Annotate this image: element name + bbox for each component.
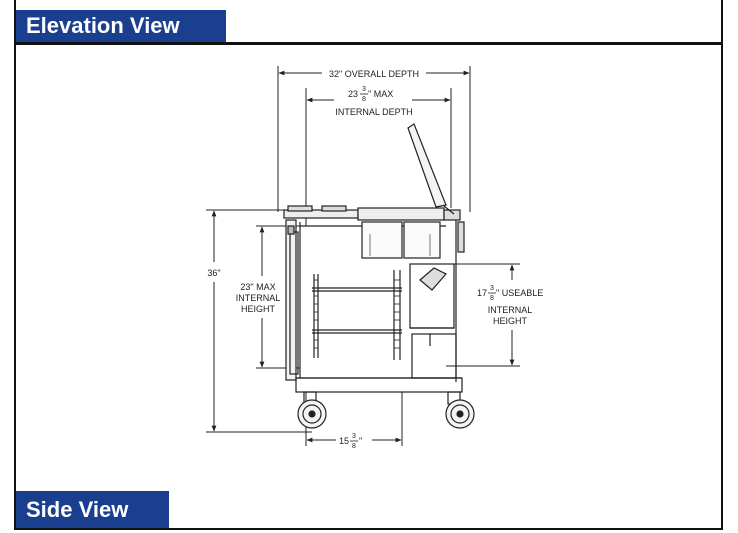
max-depth-label: 23 3 8 " MAX <box>348 86 393 103</box>
svg-text:3: 3 <box>362 86 366 93</box>
max-height-line-1: 23" MAX <box>240 282 275 292</box>
front-caster <box>297 391 327 429</box>
drawing-frame <box>14 0 723 530</box>
svg-text:23: 23 <box>348 89 358 99</box>
svg-text:": " <box>359 436 362 446</box>
svg-text:8: 8 <box>362 96 366 103</box>
svg-text:15: 15 <box>339 436 349 446</box>
useable-height-dimension <box>446 263 520 367</box>
internal-depth-label: INTERNAL DEPTH <box>335 107 412 117</box>
svg-text:8: 8 <box>352 443 356 450</box>
max-height-line-3: HEIGHT <box>241 304 276 314</box>
elevation-view-title: Elevation View <box>16 10 226 42</box>
side-view-title: Side View <box>16 491 169 528</box>
total-height-label: 36" <box>207 268 220 278</box>
bottom-width-label: 15 3 8 " <box>339 433 362 450</box>
svg-text:17: 17 <box>477 288 487 298</box>
useable-line-3: HEIGHT <box>493 316 528 326</box>
max-height-line-2: INTERNAL <box>236 293 281 303</box>
useable-height-label: 17 3 8 " USEABLE <box>477 285 543 302</box>
total-height-dimension <box>206 209 312 433</box>
cart-body <box>283 123 465 393</box>
svg-text:8: 8 <box>490 295 494 302</box>
svg-text:3: 3 <box>490 285 494 292</box>
svg-text:" MAX: " MAX <box>368 89 393 99</box>
rear-caster <box>445 391 475 429</box>
shelf-rack-ticks <box>314 279 400 349</box>
overall-depth-label: 32" OVERALL DEPTH <box>329 69 419 79</box>
svg-text:" USEABLE: " USEABLE <box>496 288 543 298</box>
max-depth-dimension <box>305 88 452 226</box>
header-divider <box>14 42 723 45</box>
useable-line-2: INTERNAL <box>488 305 533 315</box>
overall-depth-dimension <box>277 66 471 212</box>
svg-text:3: 3 <box>352 433 356 440</box>
